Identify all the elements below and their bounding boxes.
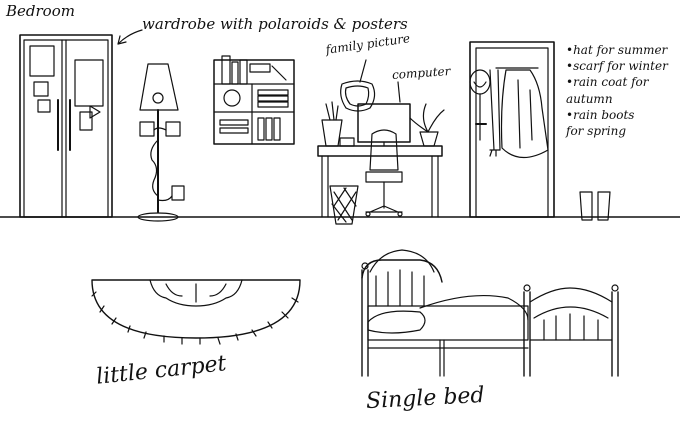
door — [469, 41, 555, 218]
note-line: autumn — [566, 91, 613, 106]
wardrobe-arrow — [117, 29, 143, 45]
desk — [317, 145, 443, 218]
computer — [357, 81, 411, 147]
winter-scarf — [489, 69, 501, 157]
single-bed — [361, 249, 619, 377]
note-line: •rain boots — [566, 107, 635, 122]
pen-holder — [321, 101, 355, 147]
poster — [74, 59, 104, 107]
note-line: •hat for summer — [566, 43, 668, 57]
rain-boots — [579, 191, 611, 221]
little-carpet — [91, 279, 301, 345]
clothing-notes: •hat for summer •scarf for winter •rain … — [566, 42, 668, 139]
polaroid — [33, 81, 49, 97]
note-line: •scarf for winter — [566, 59, 668, 74]
wall-bookshelf — [213, 55, 295, 145]
waste-basket — [329, 185, 359, 225]
floor-lamp — [137, 63, 185, 222]
wardrobe-label: wardrobe with polaroids & posters — [142, 15, 408, 33]
polaroid — [79, 111, 93, 131]
rain-coat — [500, 69, 549, 159]
office-chair — [365, 129, 403, 217]
summer-hat — [469, 69, 491, 141]
plant — [409, 103, 445, 147]
note-line: •rain coat for — [566, 75, 649, 90]
wardrobe — [19, 34, 113, 218]
poster — [29, 45, 55, 77]
polaroid — [37, 99, 51, 113]
note-line: for spring — [566, 123, 627, 138]
page-title: Bedroom — [6, 2, 75, 20]
